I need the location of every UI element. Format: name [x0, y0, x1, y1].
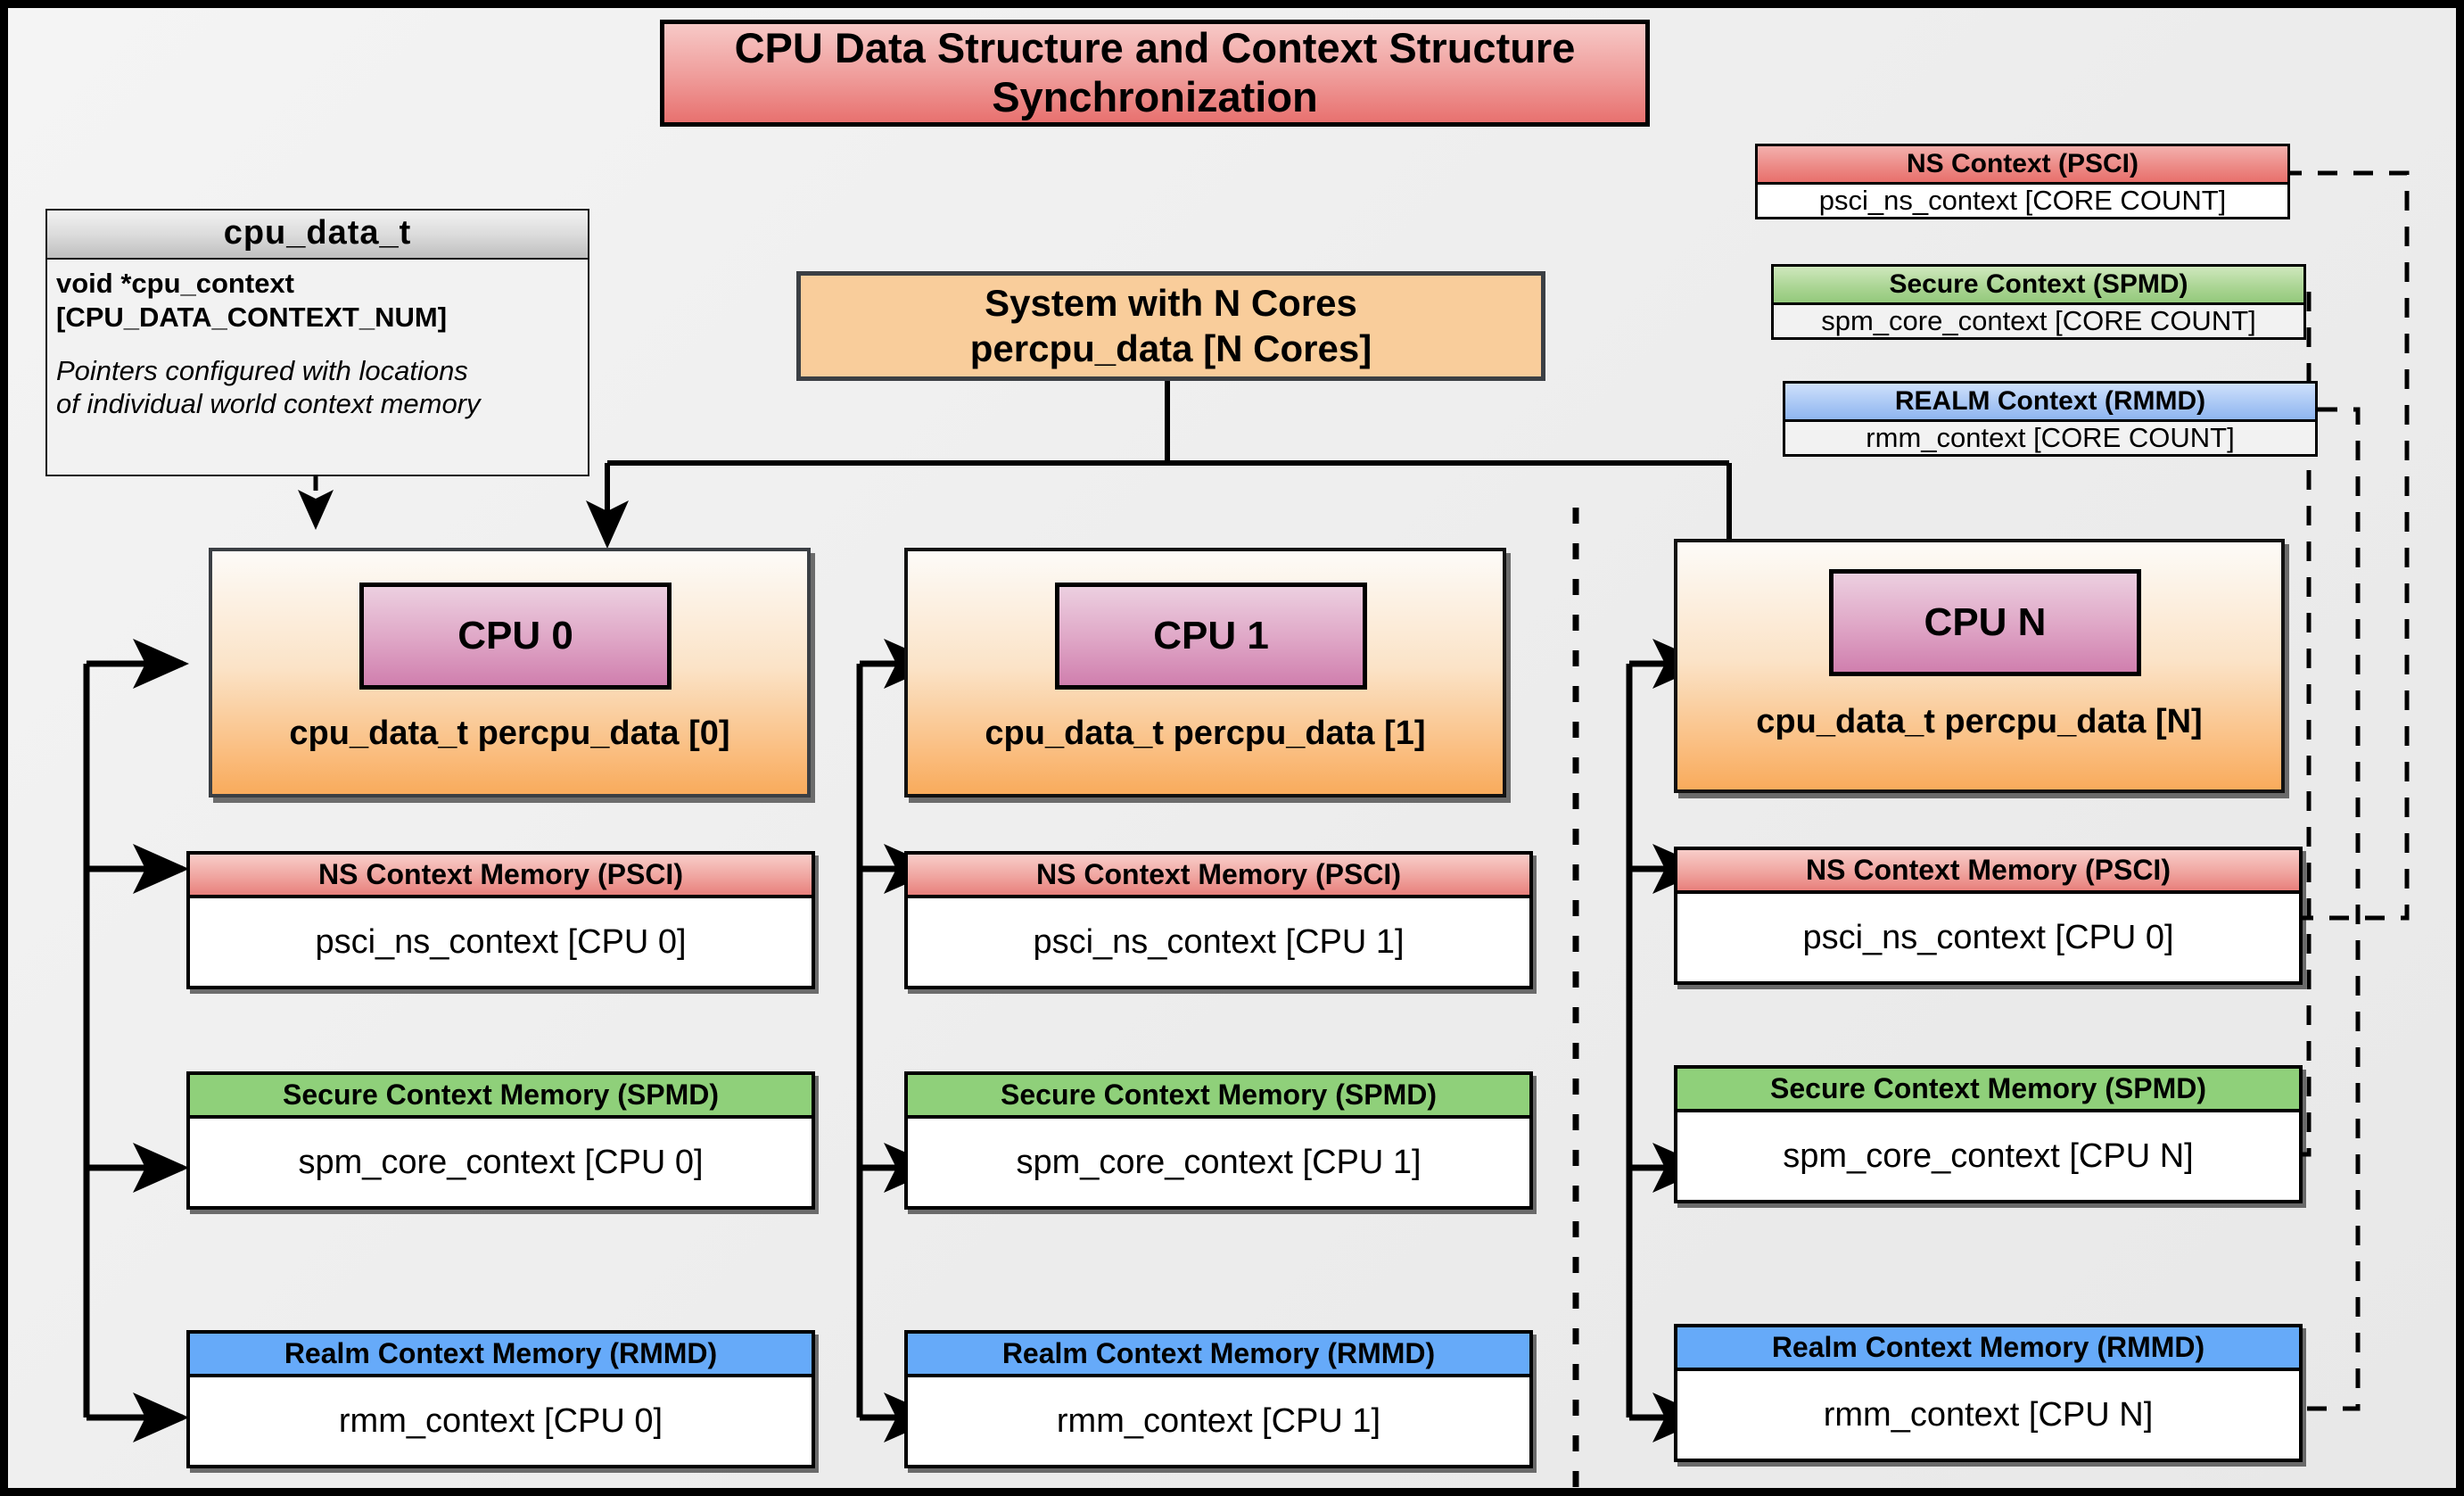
- cpu0-context-secure-header: Secure Context Memory (SPMD): [190, 1075, 812, 1119]
- cpun-context-ns[interactable]: NS Context Memory (PSCI) psci_ns_context…: [1674, 847, 2303, 985]
- cpu-card-n[interactable]: CPU N cpu_data_t percpu_data [N]: [1674, 539, 2285, 793]
- cpun-context-realm-body: rmm_context [CPU N]: [1823, 1395, 2154, 1434]
- cpun-context-ns-header: NS Context Memory (PSCI): [1677, 850, 2299, 894]
- cpu-chip-0: CPU 0: [359, 583, 672, 690]
- cpu0-context-realm-body: rmm_context [CPU 0]: [338, 1401, 663, 1440]
- global-context-ns: NS Context (PSCI) psci_ns_context [CORE …: [1755, 144, 2290, 219]
- struct-title: cpu_data_t: [47, 211, 588, 260]
- cpun-context-secure[interactable]: Secure Context Memory (SPMD) spm_core_co…: [1674, 1065, 2303, 1203]
- global-context-realm-body: rmm_context [CORE COUNT]: [1866, 422, 2235, 453]
- cpun-context-secure-header: Secure Context Memory (SPMD): [1677, 1069, 2299, 1112]
- cpun-context-realm[interactable]: Realm Context Memory (RMMD) rmm_context …: [1674, 1324, 2303, 1462]
- cpu1-context-ns-header: NS Context Memory (PSCI): [908, 855, 1529, 898]
- cpu1-context-realm-body: rmm_context [CPU 1]: [1056, 1401, 1381, 1440]
- cpu1-context-secure-body: spm_core_context [CPU 1]: [1016, 1143, 1422, 1181]
- struct-field-name: void *cpu_context: [56, 268, 294, 299]
- cpu1-context-realm-header: Realm Context Memory (RMMD): [908, 1334, 1529, 1377]
- cpu0-context-secure[interactable]: Secure Context Memory (SPMD) spm_core_co…: [186, 1071, 815, 1210]
- cpu-caption-n: cpu_data_t percpu_data [N]: [1756, 703, 2203, 740]
- system-to-cpu-bus: [586, 381, 1732, 549]
- cpu-caption-0: cpu_data_t percpu_data [0]: [289, 715, 730, 752]
- global-context-realm: REALM Context (RMMD) rmm_context [CORE C…: [1783, 381, 2318, 457]
- system-node: System with N Cores percpu_data [N Cores…: [796, 271, 1545, 381]
- diagram-canvas: CPU Data Structure and Context Structure…: [8, 8, 2456, 1496]
- cpu0-context-secure-body: spm_core_context [CPU 0]: [298, 1143, 704, 1181]
- cpu0-context-ns-header: NS Context Memory (PSCI): [190, 855, 812, 898]
- struct-note-line-2: of individual world context memory: [56, 388, 481, 420]
- cpun-context-ns-body: psci_ns_context [CPU 0]: [1802, 918, 2174, 956]
- cpu-card-0[interactable]: CPU 0 cpu_data_t percpu_data [0]: [209, 548, 811, 798]
- struct-note-line-1: Pointers configured with locations: [56, 354, 468, 386]
- global-context-ns-header: NS Context (PSCI): [1758, 146, 2287, 185]
- cpu-chip-1: CPU 1: [1055, 583, 1367, 690]
- cpu1-context-secure[interactable]: Secure Context Memory (SPMD) spm_core_co…: [904, 1071, 1533, 1210]
- cpu0-context-ns-body: psci_ns_context [CPU 0]: [315, 922, 687, 961]
- cpu0-context-realm-header: Realm Context Memory (RMMD): [190, 1334, 812, 1377]
- title-line-2: Synchronization: [992, 73, 1318, 120]
- title-line-1: CPU Data Structure and Context Structure: [734, 24, 1576, 72]
- diagram-title: CPU Data Structure and Context Structure…: [660, 20, 1650, 127]
- cpu1-context-secure-header: Secure Context Memory (SPMD): [908, 1075, 1529, 1119]
- global-context-ns-body: psci_ns_context [CORE COUNT]: [1758, 185, 2287, 217]
- cpu0-pointer-arrows: [83, 639, 189, 1442]
- global-context-secure-header: Secure Context (SPMD): [1774, 267, 2303, 305]
- cpu-caption-1: cpu_data_t percpu_data [1]: [985, 715, 1426, 752]
- cpu0-context-ns[interactable]: NS Context Memory (PSCI) psci_ns_context…: [186, 851, 815, 989]
- global-context-realm-header: REALM Context (RMMD): [1785, 384, 2315, 422]
- cpu1-context-ns[interactable]: NS Context Memory (PSCI) psci_ns_context…: [904, 851, 1533, 989]
- cpu1-context-ns-body: psci_ns_context [CPU 1]: [1033, 922, 1405, 961]
- global-context-secure: Secure Context (SPMD) spm_core_context […: [1771, 264, 2306, 340]
- cpu1-context-realm[interactable]: Realm Context Memory (RMMD) rmm_context …: [904, 1330, 1533, 1468]
- struct-field-index: [CPU_DATA_CONTEXT_NUM]: [56, 301, 448, 333]
- cpu0-context-realm[interactable]: Realm Context Memory (RMMD) rmm_context …: [186, 1330, 815, 1468]
- cpu-chip-n: CPU N: [1829, 569, 2141, 676]
- system-line-2: percpu_data [N Cores]: [969, 326, 1372, 369]
- cpun-context-realm-header: Realm Context Memory (RMMD): [1677, 1327, 2299, 1371]
- global-context-secure-body: spm_core_context [CORE COUNT]: [1821, 305, 2256, 336]
- cpun-context-secure-body: spm_core_context [CPU N]: [1783, 1136, 2194, 1175]
- system-line-1: System with N Cores: [985, 282, 1357, 325]
- cpu-data-t-struct: cpu_data_t void *cpu_context [CPU_DATA_C…: [45, 209, 589, 476]
- cpu-card-1[interactable]: CPU 1 cpu_data_t percpu_data [1]: [904, 548, 1506, 798]
- struct-spacer: [56, 335, 579, 354]
